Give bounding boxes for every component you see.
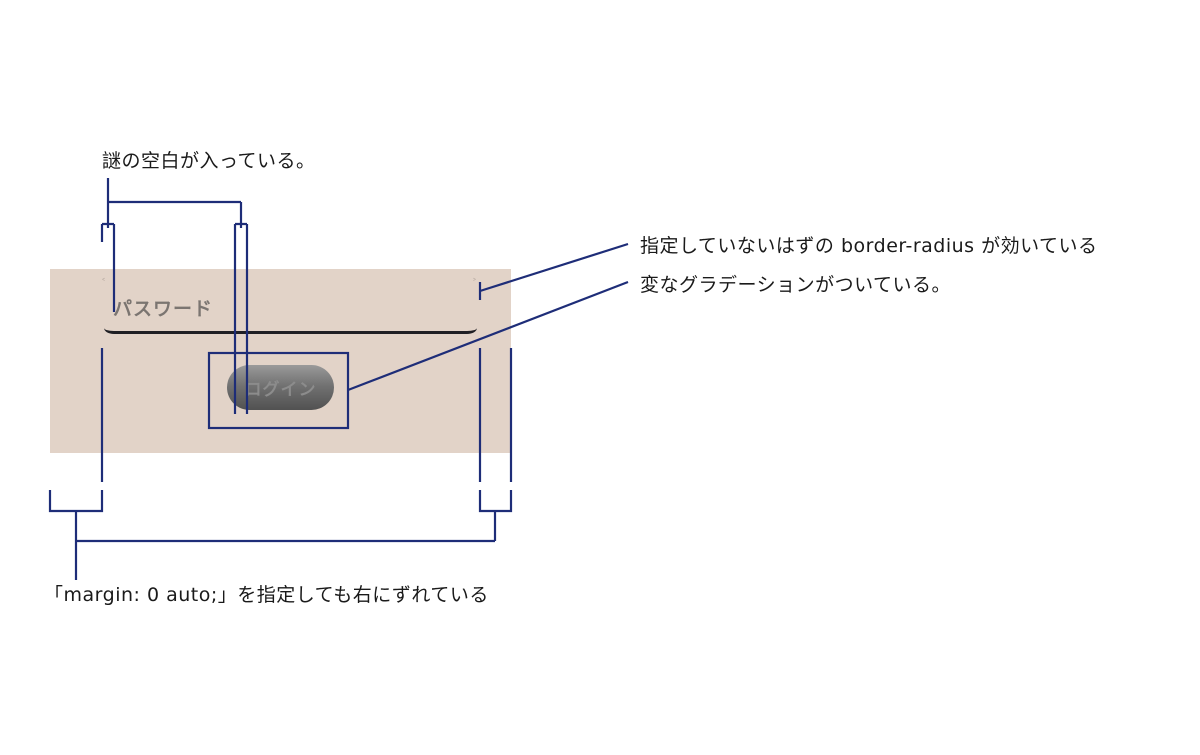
login-button[interactable]: ログイン [227,365,334,410]
input-right-corner-mark: ˃ [472,278,477,289]
gap-right-marker [233,222,249,242]
mysterious-gap-annotation: 謎の空白が入っている。 [102,150,316,172]
password-input[interactable] [104,328,477,334]
password-label: パスワード [113,298,214,320]
input-left-corner-mark: ˂ [101,278,106,289]
margin-shift-annotation: 「margin: 0 auto;」を指定しても右にずれている [44,584,489,606]
unexpected-radius-annotation: 指定していないはずの border-radius が効いている [640,235,1098,257]
margin-right-bracket [478,490,513,513]
margin-left-bracket [48,490,104,513]
gap-left-marker [100,222,116,242]
strange-gradient-annotation: 変なグラデーションがついている。 [640,274,952,296]
